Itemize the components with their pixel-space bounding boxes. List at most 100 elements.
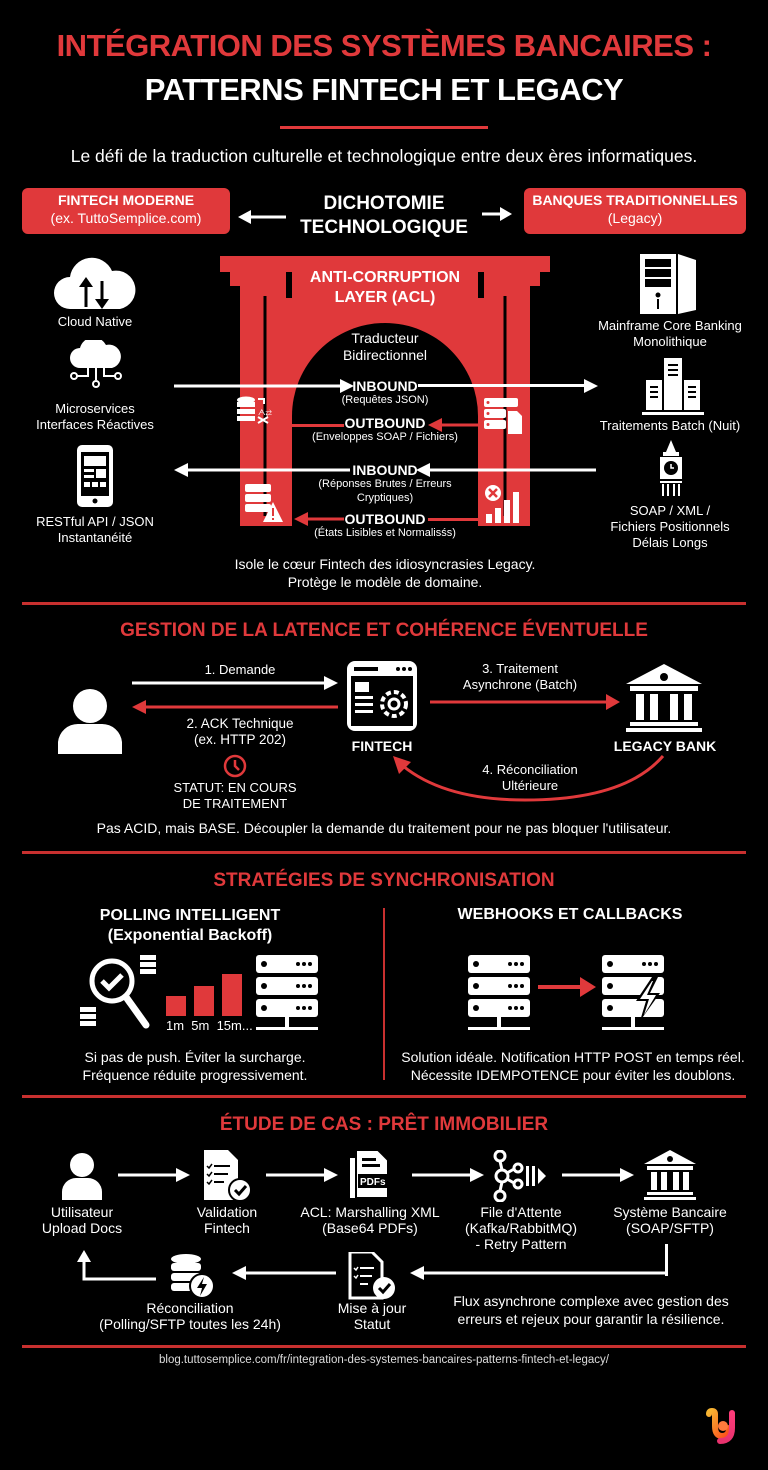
divider-3 xyxy=(22,1095,746,1098)
sync-vertical-divider xyxy=(383,908,385,1080)
webhook-arrow-icon xyxy=(538,977,596,997)
database-bolt-icon xyxy=(170,1254,216,1300)
batch-servers-icon xyxy=(642,358,704,416)
clock-icon xyxy=(223,754,247,778)
server-document-icon xyxy=(484,398,524,434)
step2-line1: 2. ACK Technique xyxy=(186,716,294,731)
translator-line1: Traducteur xyxy=(351,330,419,346)
mainframe-label: Mainframe Core Banking Monolithique xyxy=(590,318,750,350)
tuttosemplice-logo-icon xyxy=(704,1408,740,1444)
case-study-caption: Flux asynchrone complexe avec gestion de… xyxy=(436,1292,746,1328)
step4-line1: 4. Réconciliation xyxy=(482,762,578,777)
dichotomy-line2: TECHNOLOGIQUE xyxy=(300,217,468,238)
webhook-target-server-bolt-icon xyxy=(602,955,664,1035)
soap-line3: Délais Longs xyxy=(632,535,708,550)
banques-traditionnelles-box: BANQUES TRADITIONNELLES (Legacy) xyxy=(524,188,746,234)
outbound-soap-arrow xyxy=(428,418,484,432)
soap-line2: Fichiers Positionnels xyxy=(610,519,730,534)
case-step-user: Utilisateur Upload Docs xyxy=(20,1204,144,1236)
step3-line1: 3. Traitement xyxy=(482,661,558,676)
acl-arch xyxy=(220,256,550,546)
reconciliation-line1: Réconciliation xyxy=(146,1300,234,1316)
status-line1: STATUT: EN COURS xyxy=(173,780,297,795)
acl-step-line1: ACL: Marshalling XML xyxy=(300,1204,440,1220)
queue-line2: (Kafka/RabbitMQ) xyxy=(464,1220,578,1236)
fintech-moderne-box: FINTECH MODERNE (ex. TuttoSemplice.com) xyxy=(22,188,230,234)
soap-line1: SOAP / XML / xyxy=(629,503,711,518)
database-transform-icon: ᗅ⇄ xyxy=(236,395,272,429)
webhooks-caption: Solution idéale. Notification HTTP POST … xyxy=(388,1048,758,1084)
acl-translator: Traducteur Bidirectionnel xyxy=(305,330,465,364)
title-underline xyxy=(280,126,488,129)
backoff-intervals: 1m 5m 15m... xyxy=(166,1018,253,1033)
outbound-normalized-line-right xyxy=(428,518,478,521)
async-processing-arrow xyxy=(430,694,620,710)
flow-outbound-2: OUTBOUND (États Lisibles et Normalisśs) xyxy=(300,512,470,540)
webhooks-title: WEBHOOKS ET CALLBACKS xyxy=(457,906,683,923)
case-step-bank: Système Bancaire (SOAP/SFTP) xyxy=(600,1204,740,1236)
inbound-request-arrow xyxy=(174,379,354,393)
fintech-box-title: FINTECH MODERNE xyxy=(57,192,195,208)
flow1-detail: (Requêtes JSON) xyxy=(341,394,429,406)
message-queue-icon xyxy=(492,1150,548,1202)
restful-line2: Instantanéité xyxy=(57,530,133,545)
subtitle: Le défi de la traduction culturelle et t… xyxy=(70,146,698,166)
dichotomy-title: DICHOTOMIE TECHNOLOGIQUE xyxy=(282,192,486,240)
flow4-detail: (États Lisibles et Normalisśs) xyxy=(314,527,456,539)
case-step-validation: Validation Fintech xyxy=(170,1204,284,1236)
arrow-back-to-user xyxy=(76,1250,158,1282)
flow-outbound-1: OUTBOUND (Enveloppes SOAP / Fichiers) xyxy=(300,416,470,444)
checklist-icon xyxy=(202,1150,252,1202)
microservices-line1: Microservices xyxy=(55,401,135,416)
flow4-direction: OUTBOUND xyxy=(344,511,426,527)
acl-caption-line1: Isole le cœur Fintech des idiosyncrasies… xyxy=(234,556,536,572)
fintech-box-subtitle: (ex. TuttoSemplice.com) xyxy=(50,210,202,226)
polling-caption: Si pas de push. Éviter la surcharge. Fré… xyxy=(40,1048,350,1084)
request-arrow xyxy=(132,676,338,690)
step2-line2: (ex. HTTP 202) xyxy=(193,732,287,747)
main-title-line1: INTÉGRATION DES SYSTÈMES BANCAIRES : xyxy=(56,28,712,63)
polling-caption-line1: Si pas de push. Éviter la surcharge. xyxy=(84,1049,306,1065)
flow3-detail-line1: (Réponses Brutes / Erreurs xyxy=(318,478,452,490)
acl-caption: Isole le cœur Fintech des idiosyncrasies… xyxy=(200,555,570,591)
dichotomy-line1: DICHOTOMIE xyxy=(323,193,445,214)
polling-caption-line2: Fréquence réduite progressivement. xyxy=(82,1067,308,1083)
arrow-to-status-update xyxy=(410,1266,668,1280)
polling-title: POLLING INTELLIGENT (Exponential Backoff… xyxy=(60,906,320,946)
user-icon xyxy=(56,688,124,754)
legacy-bank-label: LEGACY BANK xyxy=(613,738,717,754)
divider-1 xyxy=(22,602,746,605)
step2-label: 2. ACK Technique (ex. HTTP 202) xyxy=(150,716,330,748)
case-step-reconciliation: Réconciliation (Polling/SFTP toutes les … xyxy=(80,1300,300,1332)
webhook-source-server-icon xyxy=(468,955,530,1035)
footer-url[interactable]: blog.tuttosemplice.com/fr/integration-de… xyxy=(159,1354,609,1366)
main-title-line2: PATTERNS FINTECH ET LEGACY xyxy=(144,72,624,107)
server-warning-icon xyxy=(245,484,285,524)
inbound-to-legacy-arrowhead xyxy=(584,379,598,393)
legacy-bank-icon xyxy=(626,664,702,732)
user-step-line1: Utilisateur xyxy=(50,1204,114,1220)
latency-caption: Pas ACID, mais BASE. Découpler la demand… xyxy=(96,820,672,836)
cloud-native-label: Cloud Native xyxy=(57,314,133,329)
batch-label: Traitements Batch (Nuit) xyxy=(599,418,741,433)
sync-title: STRATÉGIES DE SYNCHRONISATION xyxy=(213,870,555,891)
step4-label: 4. Réconciliation Ultérieure xyxy=(450,762,610,794)
queue-line3: - Retry Pattern xyxy=(475,1236,567,1252)
polling-title-line2: (Exponential Backoff) xyxy=(107,927,273,944)
bank-step-line1: Système Bancaire xyxy=(613,1204,727,1220)
reconciliation-curve-arrow xyxy=(385,752,675,802)
arrow-right-icon xyxy=(482,207,512,221)
latency-title: GESTION DE LA LATENCE ET COHÉRENCE ÉVENT… xyxy=(120,620,648,641)
case-bank-icon xyxy=(644,1150,696,1200)
status-line2: DE TRAITEMENT xyxy=(182,796,288,811)
flow2-direction: OUTBOUND xyxy=(344,415,426,431)
fintech-app-icon xyxy=(346,660,418,732)
inbound-request-line-right xyxy=(418,384,594,387)
arrow-to-bank xyxy=(562,1168,634,1182)
smartphone-icon xyxy=(76,444,114,508)
webhooks-caption-line2: Nécessite IDEMPOTENCE pour éviter les do… xyxy=(410,1067,736,1083)
case-caption-line2: erreurs et rejeux pour garantir la résil… xyxy=(457,1311,725,1327)
case-user-icon xyxy=(60,1152,104,1200)
outbound-normalized-arrow xyxy=(294,512,344,526)
arrow-to-reconciliation xyxy=(232,1266,336,1280)
